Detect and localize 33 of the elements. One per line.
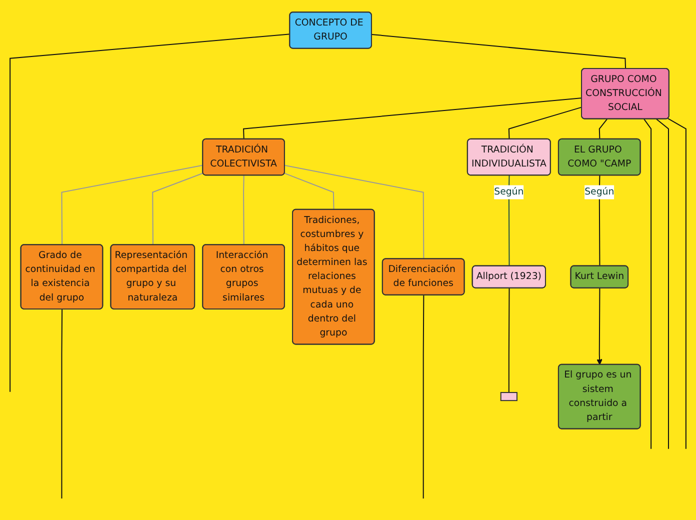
connector-line xyxy=(243,97,582,140)
concept-box: GRUPO COMO CONSTRUCCIÓN SOCIAL xyxy=(581,68,670,120)
connector-line xyxy=(372,34,626,69)
concept-box: Allport (1923) xyxy=(472,265,546,288)
connector-line xyxy=(656,118,669,449)
connector-line xyxy=(284,172,334,210)
edge-label: Según xyxy=(494,185,524,200)
concept-box: Diferenciación de funciones xyxy=(382,258,465,296)
concept-box: Representación compartida del grupo y su naturaleza xyxy=(110,244,196,310)
arrow xyxy=(596,288,602,365)
concept-box: Grado de continuidad en la existencia del grupo xyxy=(20,244,104,310)
connector-line xyxy=(508,106,582,140)
concept-box: Interacción con otros grupos similares xyxy=(202,244,285,310)
connector-line xyxy=(152,172,204,245)
concept-box: TRADICIÓN INDIVIDUALISTA xyxy=(466,138,551,176)
connector-line xyxy=(284,164,424,259)
edge-label: Según xyxy=(584,185,614,200)
connector-line xyxy=(508,288,510,392)
connector-line xyxy=(61,164,204,245)
connector-line xyxy=(10,34,290,392)
concept-box: EL GRUPO COMO "CAMP xyxy=(558,138,641,176)
concept-box: CONCEPTO DE GRUPO xyxy=(289,12,372,49)
connector-line xyxy=(668,118,686,449)
connector-line xyxy=(243,175,244,245)
concept-box: Tradiciones, costumbres y hábitos que determinen las relaciones mutuas y de cada uno dentro del grupo xyxy=(292,208,375,345)
empty-box xyxy=(500,392,518,402)
connector-line xyxy=(61,309,63,499)
concept-box: El grupo es un sistem construido a partir xyxy=(558,364,641,430)
connector-line xyxy=(598,118,608,140)
concept-box: Kurt Lewin xyxy=(570,265,629,288)
connector-line xyxy=(422,295,424,499)
concept-box: TRADICIÓN COLECTIVISTA xyxy=(202,138,285,176)
connector-line xyxy=(644,118,652,449)
